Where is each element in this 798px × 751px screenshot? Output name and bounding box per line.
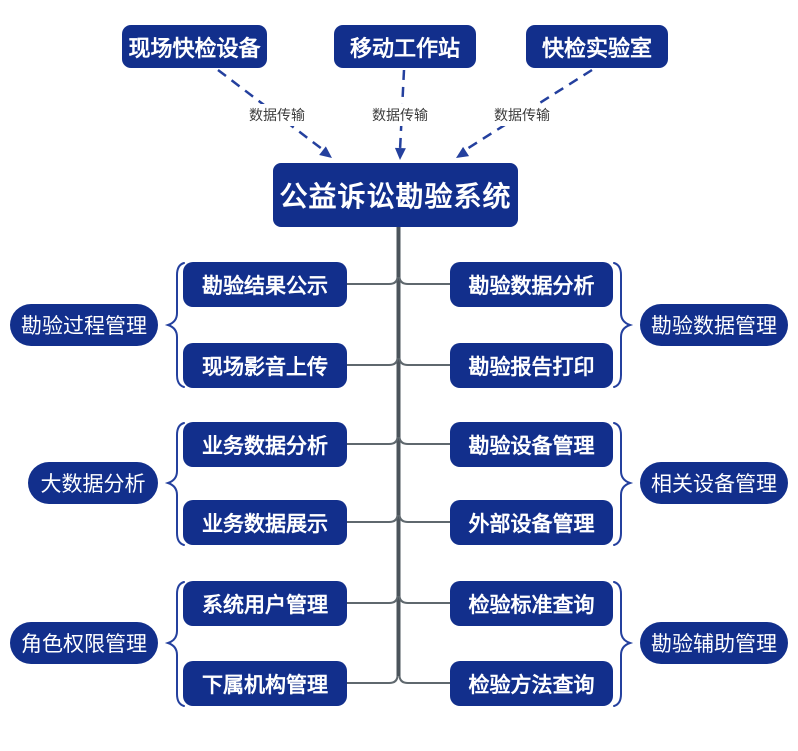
feature-node-subordinate-org-mgmt: 下属机构管理 xyxy=(183,661,347,706)
feature-node-inspection-device-mgmt: 勘验设备管理 xyxy=(450,422,613,467)
arrowhead-middle-icon xyxy=(394,147,406,160)
brace-right-group1 xyxy=(613,262,634,388)
feature-node-test-method-query: 检验方法查询 xyxy=(450,661,613,706)
brace-right-group3 xyxy=(613,581,634,707)
feature-node-inspection-result-publish: 勘验结果公示 xyxy=(183,262,347,307)
group-pill-inspection-process-mgmt: 勘验过程管理 xyxy=(10,304,158,346)
feature-node-test-standard-query: 检验标准查询 xyxy=(450,581,613,626)
group-pill-big-data-analysis: 大数据分析 xyxy=(28,462,158,504)
feature-node-business-data-analysis: 业务数据分析 xyxy=(183,422,347,467)
arrow-left-dashed xyxy=(217,69,327,153)
feature-node-business-data-display: 业务数据展示 xyxy=(183,500,347,545)
edge-label-data-transfer-3: 数据传输 xyxy=(491,104,553,126)
feature-node-system-user-mgmt: 系统用户管理 xyxy=(183,581,347,626)
brace-left-group3 xyxy=(164,581,185,707)
arrowhead-left-icon xyxy=(319,146,332,158)
group-pill-inspection-aux-mgmt: 勘验辅助管理 xyxy=(640,622,788,664)
edge-label-data-transfer-1: 数据传输 xyxy=(246,104,308,126)
group-pill-inspection-data-mgmt: 勘验数据管理 xyxy=(640,304,788,346)
feature-node-site-media-upload: 现场影音上传 xyxy=(183,343,347,388)
source-node-field-device: 现场快检设备 xyxy=(122,25,267,68)
brace-left-group2 xyxy=(164,422,185,546)
edge-label-data-transfer-2: 数据传输 xyxy=(369,104,431,126)
central-system-node: 公益诉讼勘验系统 xyxy=(273,163,518,227)
brace-right-group2 xyxy=(613,422,634,546)
brace-left-group1 xyxy=(164,262,185,388)
source-node-mobile-workstation: 移动工作站 xyxy=(334,25,476,68)
feature-node-inspection-data-analysis: 勘验数据分析 xyxy=(450,262,613,307)
group-pill-role-permission-mgmt: 角色权限管理 xyxy=(10,622,158,664)
arrowhead-right-icon xyxy=(456,146,470,158)
feature-node-external-device-mgmt: 外部设备管理 xyxy=(450,500,613,545)
feature-node-inspection-report-print: 勘验报告打印 xyxy=(450,343,613,388)
group-pill-related-device-mgmt: 相关设备管理 xyxy=(640,462,788,504)
source-node-rapid-lab: 快检实验室 xyxy=(526,25,668,68)
